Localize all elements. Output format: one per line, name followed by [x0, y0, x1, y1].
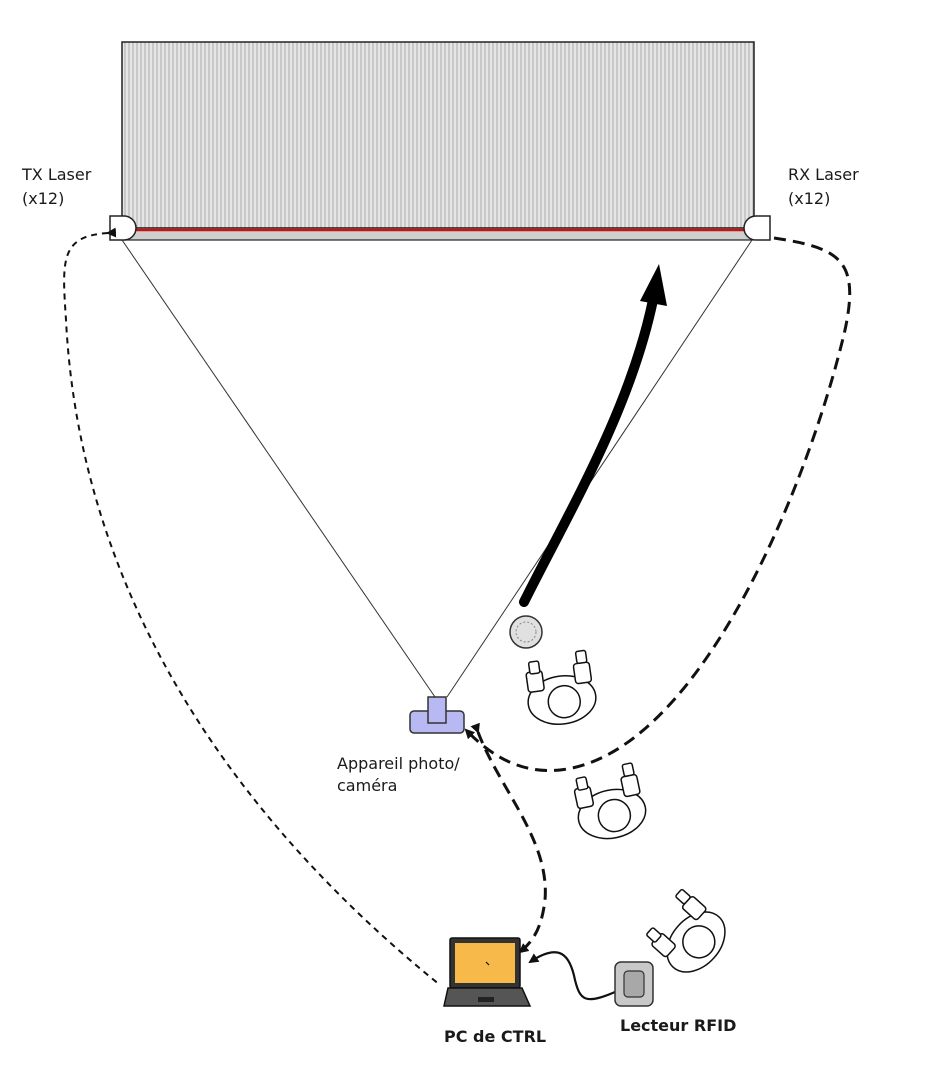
laser-emitter-icon	[109, 215, 137, 241]
trajectory-arrow-icon	[519, 295, 658, 607]
laptop-icon	[443, 937, 532, 1007]
pc-label: PC de CTRL	[444, 1027, 546, 1046]
tx-label-line1: TX Laser	[21, 165, 92, 184]
cable-camera-pc	[470, 722, 547, 954]
laser-receiver-icon	[743, 215, 771, 241]
trajectory-arrow-head	[640, 264, 667, 306]
camera-icon	[409, 696, 465, 734]
rx-label-line2: (x12)	[788, 189, 830, 208]
camera-label-line2: caméra	[337, 776, 397, 795]
cable-rfid-pc	[528, 951, 616, 1001]
camera-fov-left	[121, 239, 436, 698]
ball-icon	[509, 615, 543, 649]
rfid-reader-icon	[614, 961, 654, 1007]
tx-label-line2: (x12)	[22, 189, 64, 208]
camera-fov-right	[446, 239, 753, 698]
rx-label-line1: RX Laser	[788, 165, 859, 184]
camera-label-line1: Appareil photo/	[337, 754, 460, 773]
screen-panel	[121, 41, 755, 229]
person-topview-icon	[521, 648, 600, 730]
ball-texture	[515, 621, 537, 643]
person-topview-icon	[568, 761, 651, 846]
rfid-label: Lecteur RFID	[620, 1016, 736, 1035]
cable-rx-camera	[464, 236, 852, 773]
cable-tx-pc	[63, 227, 441, 986]
